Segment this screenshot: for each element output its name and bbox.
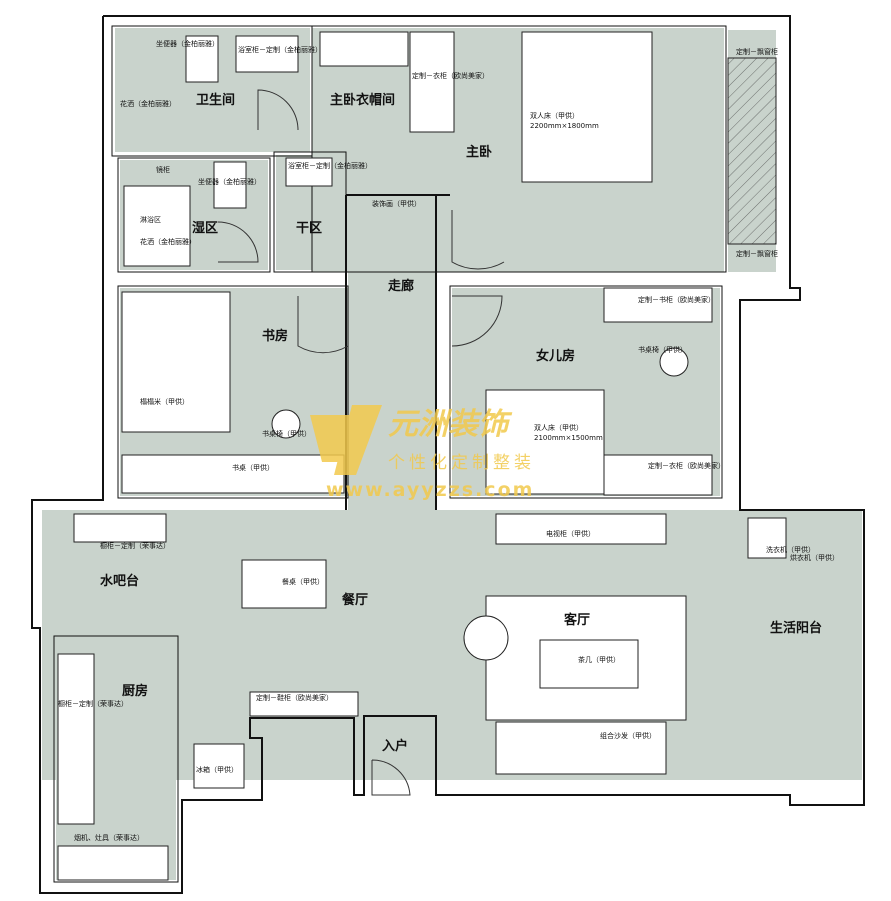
side-table-shape xyxy=(463,615,509,661)
label-bed-master: 双人床（甲供） xyxy=(530,111,579,120)
room-kitchen: 厨房 xyxy=(122,683,148,699)
room-study: 书房 xyxy=(262,328,288,344)
master-closet-shape xyxy=(409,31,455,133)
label-tv-cabinet: 电视柜（甲供） xyxy=(546,529,595,538)
girl-chair-shape xyxy=(659,347,689,377)
label-hood-stove: 烟机、灶具（荣事达） xyxy=(74,833,144,842)
dining-table-shape xyxy=(241,559,327,609)
room-dry-zone: 干区 xyxy=(296,221,322,236)
label-toilet-top: 坐便器（金柏丽雅） xyxy=(156,39,219,48)
shower-shape xyxy=(123,185,191,267)
fridge-shape xyxy=(193,743,245,789)
label-bed-girl: 双人床（甲供） xyxy=(534,423,583,432)
kitchen-cabinet-shape xyxy=(57,653,95,825)
room-wet-zone: 湿区 xyxy=(192,221,218,236)
tv-cabinet-shape xyxy=(495,513,667,545)
label-shower-zone: 淋浴区 xyxy=(140,215,161,224)
label-shower-top: 花洒（金柏丽雅） xyxy=(120,99,176,108)
label-sofa: 组合沙发（甲供） xyxy=(600,731,656,740)
furniture xyxy=(57,31,787,881)
tea-table-shape xyxy=(539,639,639,689)
room-daughter: 女儿房 xyxy=(536,348,575,364)
girl-wardrobe-shape xyxy=(603,454,713,496)
doors xyxy=(217,89,505,796)
label-study-desk: 书桌（甲供） xyxy=(232,463,274,472)
room-labels: 卫生间 主卧衣帽间 主卧 湿区 干区 走廊 书房 女儿房 水吧台 餐厅 客厅 生… xyxy=(100,92,822,754)
brand-logo-icon xyxy=(310,405,382,475)
label-study-chair: 书桌椅（甲供） xyxy=(262,429,311,438)
toilet-wet-shape xyxy=(213,161,247,209)
master-wardrobe-shape xyxy=(319,31,409,67)
label-fridge: 冰箱（甲供） xyxy=(196,765,238,774)
label-shoe-cabinet: 定制－鞋柜（欧尚美家） xyxy=(256,693,333,702)
label-bed-master-size: 2200mm×1800mm xyxy=(530,122,599,130)
room-master-closet: 主卧衣帽间 xyxy=(330,92,395,108)
label-wardrobe-master: 定制－衣柜（欧尚美家） xyxy=(412,71,489,80)
label-desk-chair-girl: 书桌椅（甲供） xyxy=(638,345,687,354)
master-bed-shape xyxy=(521,31,653,183)
room-utility-balcony: 生活阳台 xyxy=(770,620,822,636)
room-entrance: 入户 xyxy=(382,738,408,754)
label-decor-painting: 装饰画（甲供） xyxy=(372,199,421,208)
fixture-labels: 坐便器（金柏丽雅） 浴室柜－定制（金柏丽雅） 花洒（金柏丽雅） 定制－衣柜（欧尚… xyxy=(58,39,839,842)
girl-bed-shape xyxy=(485,389,605,495)
label-basin-top: 浴室柜－定制（金柏丽雅） xyxy=(238,45,322,54)
label-wardrobe-girl: 定制－衣柜（欧尚美家） xyxy=(648,461,725,470)
study-chair-shape xyxy=(271,409,301,439)
study-desk-shape xyxy=(121,454,345,494)
watermark-brand: 元洲装饰 xyxy=(388,407,513,442)
hood-stove-shape xyxy=(57,845,169,881)
room-water-bar: 水吧台 xyxy=(100,573,139,589)
room-corridor: 走廊 xyxy=(388,278,414,294)
label-bookcase-girl: 定制－书柜（欧尚美家） xyxy=(638,295,715,304)
room-living: 客厅 xyxy=(564,612,590,628)
label-tea-table: 茶几（甲供） xyxy=(578,655,620,664)
label-basin-dry: 浴室柜－定制（金柏丽雅） xyxy=(288,161,372,170)
label-washer: 洗衣机（甲供） xyxy=(766,545,815,554)
basin-top-shape xyxy=(235,35,299,73)
label-cabinet-bottom-right: 定制－飘窗柜 xyxy=(736,249,778,258)
watermark-url: www.ayyzzs.com xyxy=(326,479,534,501)
label-mirror-cabinet: 镜柜 xyxy=(156,165,170,174)
label-kitchen-cabinet: 橱柜－定制（荣事达） xyxy=(58,699,128,708)
label-floor-drain: 花洒（金柏丽雅） xyxy=(140,237,196,246)
watermark: 元洲装饰 个性化定制整装 www.ayyzzs.com xyxy=(310,405,535,501)
toilet-top-shape xyxy=(185,35,219,83)
room-dining: 餐厅 xyxy=(341,592,368,608)
label-tatami: 榻榻米（甲供） xyxy=(140,397,189,406)
sink-cabinet-shape xyxy=(73,513,167,543)
walls xyxy=(31,15,865,894)
room-bathroom: 卫生间 xyxy=(196,92,235,108)
shoe-cabinet-shape xyxy=(249,691,359,717)
label-dining-table: 餐桌（甲供） xyxy=(282,577,324,586)
label-cabinet-top-right: 定制－飘窗柜 xyxy=(736,47,778,56)
label-sink-cabinet: 橱柜－定制（荣事达） xyxy=(100,541,170,550)
watermark-slogan: 个性化定制整装 xyxy=(388,453,535,473)
girl-bookcase-shape xyxy=(603,287,713,323)
room-master-bedroom: 主卧 xyxy=(466,144,492,160)
washer-shape xyxy=(747,517,787,559)
label-dryer: 烘衣机（甲供） xyxy=(790,553,839,562)
label-bed-girl-size: 2100mm×1500mm xyxy=(534,434,603,442)
tatami-shape xyxy=(121,291,231,433)
label-toilet-wet: 坐便器（金柏丽雅） xyxy=(198,177,261,186)
basin-dry-shape xyxy=(285,157,333,187)
sofa-shape xyxy=(495,721,667,775)
